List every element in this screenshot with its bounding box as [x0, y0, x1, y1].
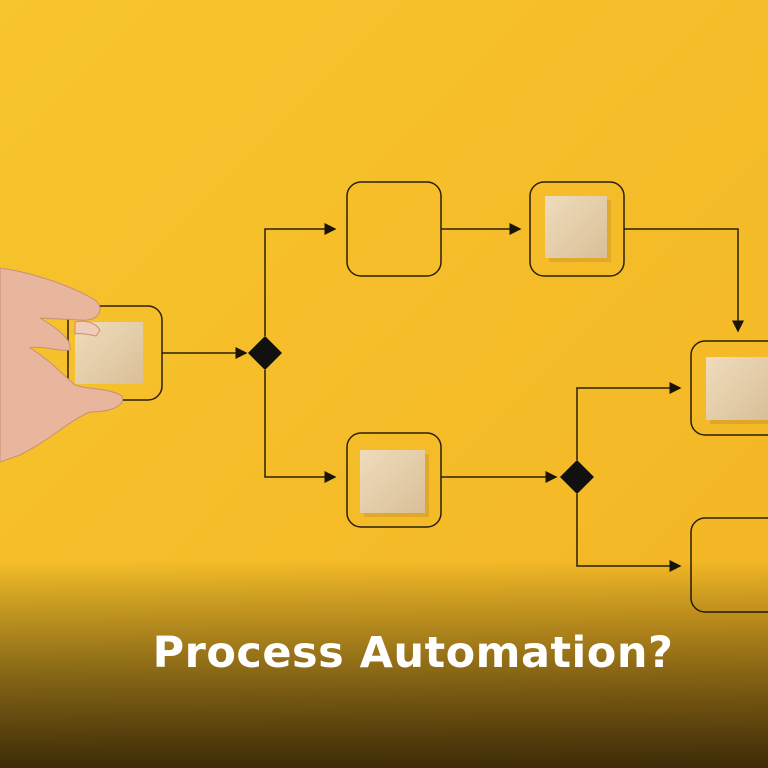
flow-lines	[162, 223, 744, 572]
bottom-shade	[0, 560, 768, 768]
decision-diamonds	[248, 336, 594, 494]
caption-title: Process Automation?	[152, 628, 674, 678]
wooden-blocks	[75, 196, 768, 517]
hand	[0, 267, 124, 463]
